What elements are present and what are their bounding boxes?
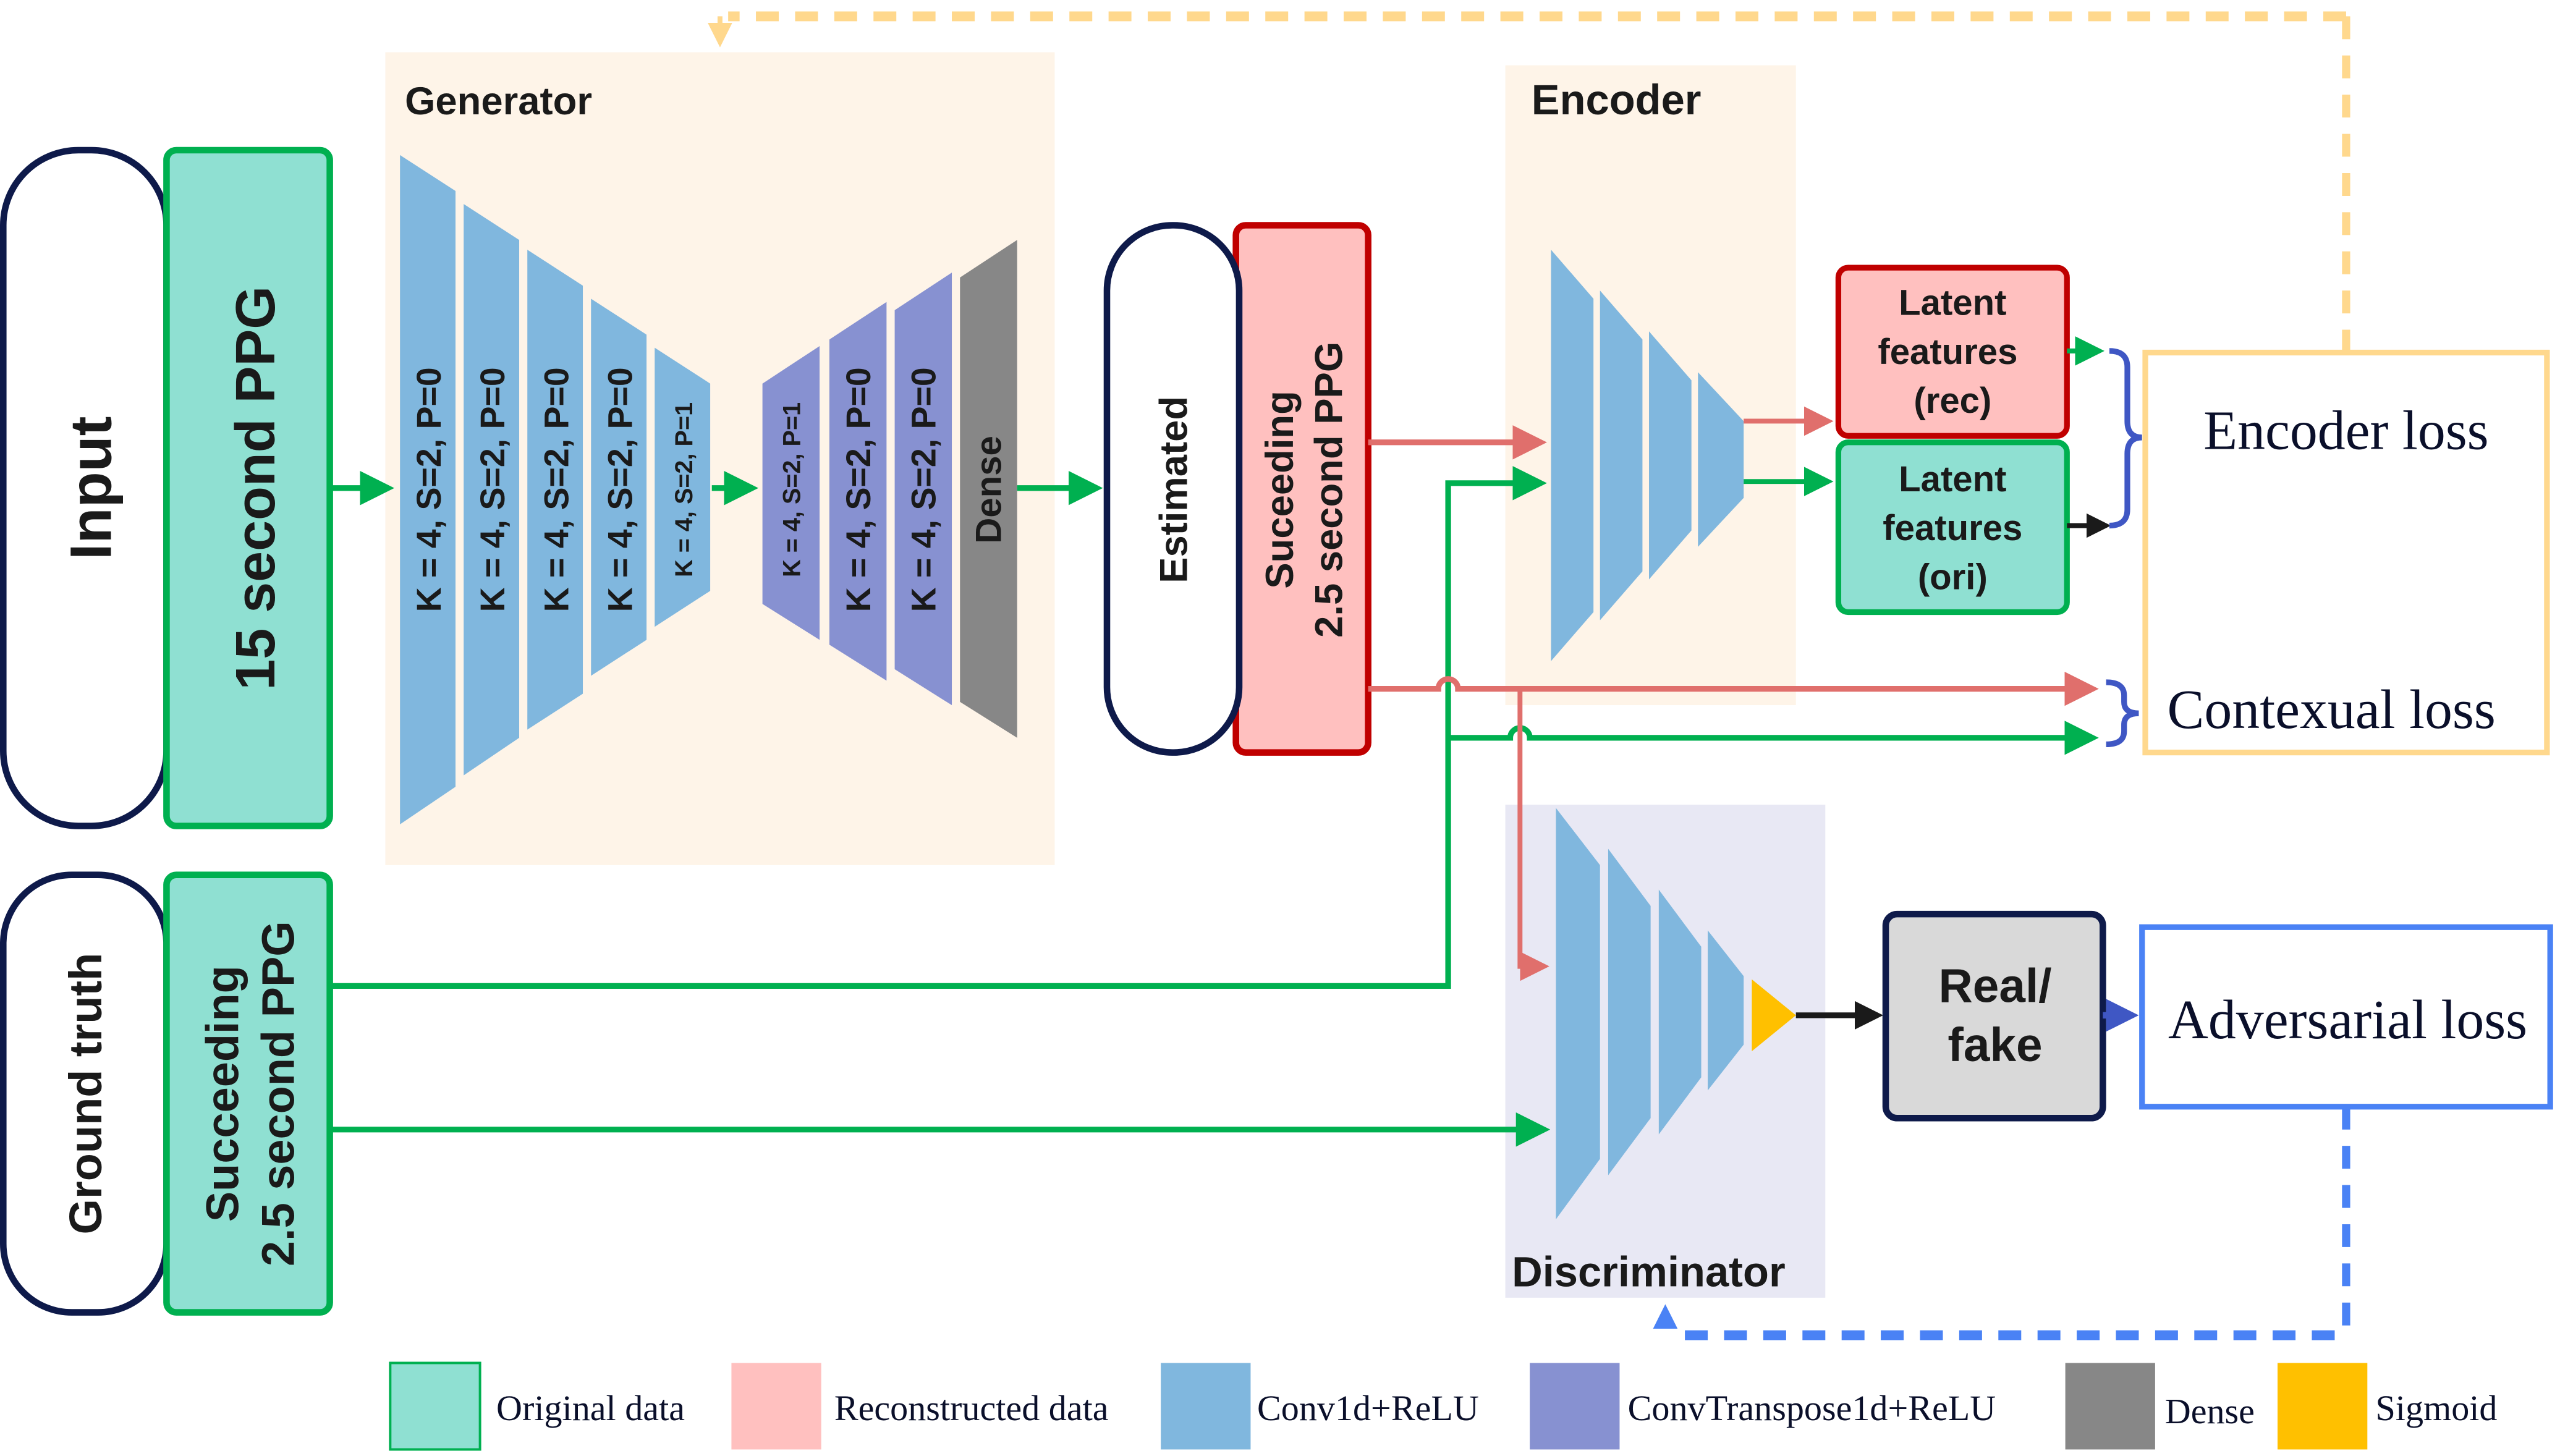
conv-layer [655,347,711,627]
adversarial-loss-box [2139,924,2553,1110]
conv-layer [1608,849,1651,1175]
conv-layer-label: K = 4, S=2, P=0 [537,367,575,612]
legend-swatch-original [389,1361,481,1451]
arrow-groundtruth-to-encoder [329,466,1547,989]
adversarial-loss-label: Adversarial loss [2168,989,2527,1051]
adversarial-loss-feedback-line [1653,1106,2350,1340]
estimated-label-box [1103,222,1243,756]
conv-layer-label: K = 4, S=2, P=0 [601,367,639,612]
encoder-loss-label: Encoder loss [2203,400,2488,461]
conv-layer-label: K = 4, S=2, P=0 [473,367,512,612]
conv-layer [400,154,456,824]
convtranspose-layer-label: K = 4, S=2, P=0 [839,367,878,612]
legend-label-conv: Conv1d+ReLU [1257,1388,1479,1428]
conv-layer-label: K = 4, S=2, P=0 [410,367,448,612]
contextual-loss-label: Contexual loss [2168,679,2496,740]
estimated-label: Estimated [1152,396,1195,583]
legend-label-reconstructed: Reconstructed data [834,1388,1109,1428]
convtranspose-layer [894,273,952,706]
dense-layer-label: Dense [968,436,1009,543]
legend-label-original: Original data [496,1388,685,1428]
latent-rec-line1: Latent [1899,283,2006,323]
dense-layer [960,240,1017,738]
legend-label-convtranspose: ConvTranspose1d+ReLU [1628,1388,1996,1428]
input-data-label: 15 second PPG [225,286,287,690]
discriminator-stack [1556,808,1796,1220]
generator-encoder-stack: K = 4, S=2, P=0 K = 4, S=2, P=0 K = 4, S… [400,154,711,824]
legend-label-dense: Dense [2165,1391,2255,1431]
legend-label-sigmoid: Sigmoid [2376,1388,2498,1428]
conv-layer [464,204,520,776]
generator-decoder-stack: K = 4, S=2, P=1 K = 4, S=2, P=0 K = 4, S… [762,240,1017,738]
discriminator-title: Discriminator [1512,1248,1786,1295]
legend-swatch-sigmoid [2278,1363,2368,1450]
estimated-data-line2: 2.5 second PPG [1307,342,1350,638]
conv-layer [1551,250,1594,661]
conv-layer [1658,889,1702,1135]
ground-truth-data-line2: 2.5 second PPG [252,921,303,1266]
ground-truth-label: Ground truth [60,953,111,1235]
conv-layer [1648,331,1692,580]
conv-layer [1698,372,1744,547]
conv-layer-label: K = 4, S=2, P=1 [671,402,698,577]
legend-swatch-convtranspose [1530,1363,1620,1450]
encoder-stack [1551,250,1744,661]
legend: Original data Reconstructed data Conv1d+… [389,1361,2498,1451]
ground-truth-data-box [163,871,333,1316]
latent-ori-line2: features [1883,508,2022,548]
arrow-estimated-to-discriminator [1517,688,1549,981]
convtranspose-layer [829,302,887,681]
generator-title: Generator [405,80,592,123]
latent-ori-line1: Latent [1899,459,2006,499]
legend-swatch-reconstructed [731,1363,821,1450]
convtranspose-layer [762,345,820,640]
encoder-loss-brace [2109,348,2143,529]
realfake-line1: Real/ [1938,960,2051,1013]
arrow-groundtruth-to-contextual-loss [1448,721,2099,755]
realfake-line2: fake [1948,1019,2042,1072]
convtranspose-layer-label: K = 4, S=2, P=0 [905,367,943,612]
conv-layer [1600,290,1643,620]
conv-layer [591,298,647,676]
input-label: Input [59,417,124,560]
convtranspose-layer-label: K = 4, S=2, P=1 [778,402,805,577]
conv-layer [1708,930,1744,1091]
encoder-title: Encoder [1532,76,1702,124]
legend-swatch-dense [2065,1363,2155,1450]
estimated-data-line1: Suceeding [1258,391,1302,588]
conv-layer [1556,808,1600,1220]
legend-swatch-conv [1161,1363,1251,1450]
arrow-estimated-to-contextual-loss [1368,671,2099,706]
latent-ori-line3: (ori) [1918,557,1988,597]
encoder-loss-feedback-line [708,11,2350,353]
contextual-loss-brace [2106,679,2139,748]
realfake-box [1882,910,2106,1122]
conv-layer [527,250,583,730]
ground-truth-data-line1: Succeeding [197,965,248,1222]
sigmoid-layer [1752,979,1796,1051]
latent-rec-line3: (rec) [1914,381,1991,421]
latent-rec-line2: features [1878,332,2017,372]
encoder-loss-box [2142,349,2550,756]
